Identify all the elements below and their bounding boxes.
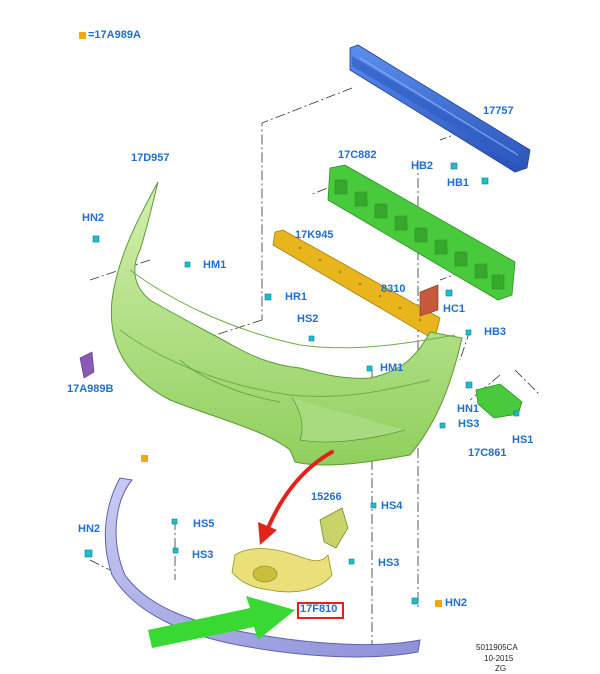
- bracket-8310: [419, 284, 439, 317]
- fastener-icon: [439, 422, 446, 429]
- drawing-initials: ZG: [495, 664, 507, 673]
- fastener-icon: [411, 597, 419, 605]
- label-HS3-b: HS3: [192, 549, 214, 561]
- legend-square-icon: [141, 455, 148, 462]
- fastener-icon: [513, 410, 520, 417]
- label-17C882: 17C882: [338, 149, 377, 161]
- bracket-15266: [319, 507, 349, 549]
- label-HS5: HS5: [193, 518, 215, 530]
- label-HS2: HS2: [297, 313, 319, 325]
- label-17K945: 17K945: [295, 229, 334, 241]
- fastener-icon: [171, 518, 178, 525]
- label-HS3-c: HS3: [378, 557, 400, 569]
- label-HM1-b: HM1: [380, 362, 404, 374]
- drawing-date: 10-2015: [484, 654, 514, 663]
- label-HN2-left: HN2: [78, 523, 101, 535]
- lower-lip-spoiler: [104, 477, 421, 658]
- green-arrow-icon: [148, 596, 295, 648]
- fastener-icon: [348, 558, 355, 565]
- label-HS4: HS4: [381, 500, 403, 512]
- label-HB1: HB1: [447, 177, 470, 189]
- legend-square-icon: [435, 600, 442, 607]
- fastener-icon: [92, 235, 100, 243]
- fastener-icon: [465, 329, 472, 336]
- fastener-icon: [308, 335, 315, 342]
- red-arrow-icon: [258, 450, 334, 545]
- fastener-icon: [264, 293, 272, 301]
- label-HS1: HS1: [512, 434, 534, 446]
- fastener-icon: [84, 549, 93, 558]
- label-17757: 17757: [483, 105, 514, 117]
- fastener-icon: [184, 261, 191, 268]
- clip-17A989B: [79, 351, 95, 379]
- legend-square-icon: [79, 32, 86, 39]
- bezel-17F810: [231, 548, 333, 593]
- energy-absorber-17C882: [327, 164, 516, 301]
- legend-text: =17A989A: [88, 29, 141, 41]
- highlight-box: [297, 602, 344, 619]
- label-HB3: HB3: [484, 326, 507, 338]
- fastener-icon: [366, 365, 373, 372]
- label-HN2-top: HN2: [82, 212, 105, 224]
- label-8310: 8310: [381, 283, 406, 295]
- fastener-icon: [465, 381, 473, 389]
- label-17C861: 17C861: [468, 447, 507, 459]
- fastener-icon: [445, 289, 453, 297]
- fastener-icon: [370, 502, 377, 509]
- label-17A989B: 17A989B: [67, 383, 114, 395]
- label-HM1-a: HM1: [203, 259, 227, 271]
- fastener-icon: [481, 177, 489, 185]
- label-HS3-a: HS3: [458, 418, 480, 430]
- label-HC1: HC1: [443, 303, 466, 315]
- label-17D957: 17D957: [131, 152, 170, 164]
- fasteners: [84, 162, 520, 605]
- fastener-icon: [450, 162, 458, 170]
- drawing-code: 5011905CA: [476, 643, 518, 652]
- label-HN1: HN1: [457, 403, 480, 415]
- bumper-cover-17D957: [110, 181, 463, 466]
- reinforcement-bar-17757: [349, 44, 531, 173]
- label-17F810: 17F810: [300, 603, 338, 615]
- label-HN2-right: HN2: [445, 597, 468, 609]
- label-15266: 15266: [311, 491, 342, 503]
- label-HR1: HR1: [285, 291, 308, 303]
- label-HB2: HB2: [411, 160, 434, 172]
- fastener-icon: [172, 547, 179, 554]
